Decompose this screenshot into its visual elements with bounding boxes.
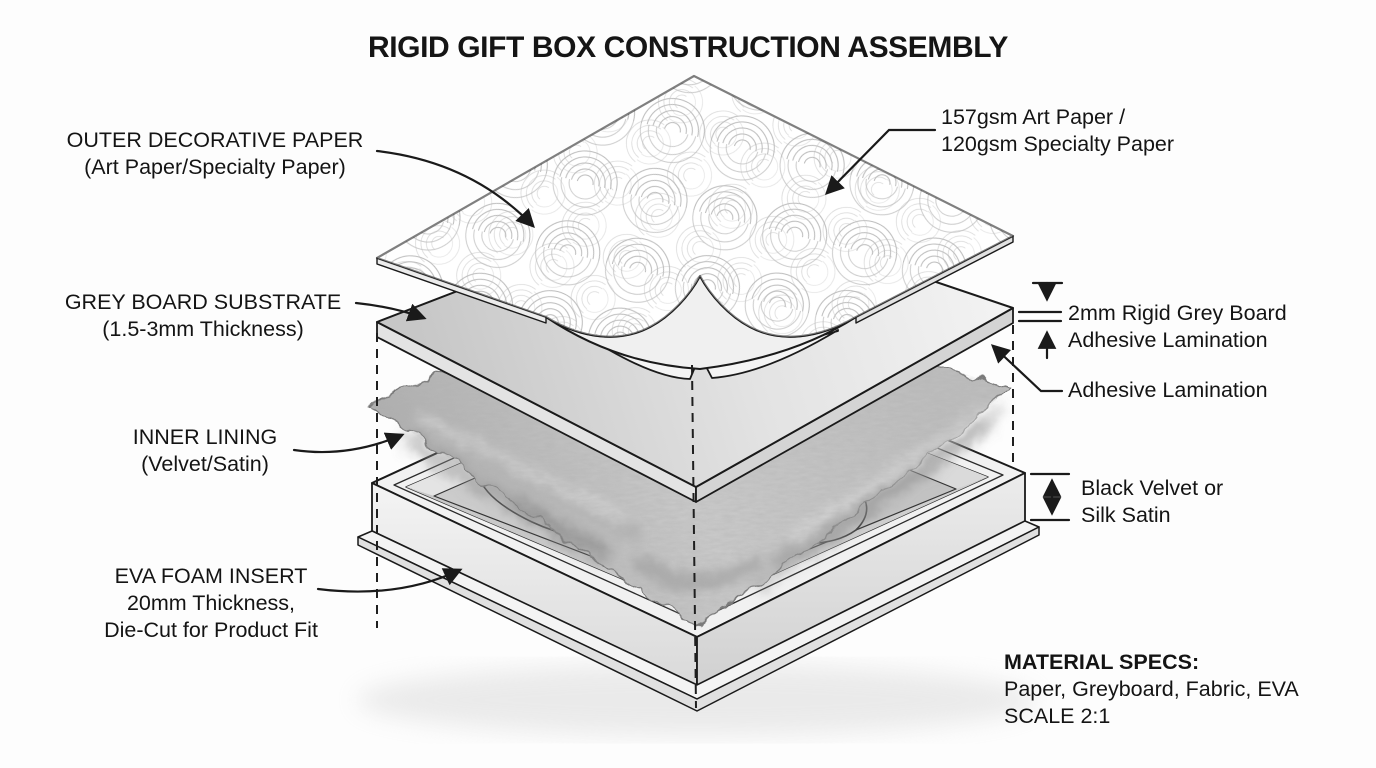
label-line: EVA FOAM INSERT: [114, 564, 308, 588]
material-specs-materials: Paper, Greyboard, Fabric, EVA: [1004, 677, 1299, 701]
leader-outer-paper: [375, 149, 535, 229]
label-adhesive-lamination: Adhesive Lamination: [1068, 377, 1268, 404]
label-line: Black Velvet or: [1081, 476, 1224, 500]
label-board-spec: 2mm Rigid Grey Board Adhesive Lamination: [1068, 300, 1287, 354]
label-line: Die-Cut for Product Fit: [104, 618, 318, 642]
label-line: Adhesive Lamination: [1068, 328, 1268, 352]
label-line: 120gsm Specialty Paper: [941, 132, 1175, 156]
label-line: (Velvet/Satin): [141, 452, 269, 476]
label-eva-foam-insert: EVA FOAM INSERT 20mm Thickness, Die-Cut …: [30, 563, 392, 644]
material-specs-scale: SCALE 2:1: [1004, 704, 1111, 728]
projection-lines: [376, 325, 1014, 709]
label-line: (1.5-3mm Thickness): [102, 317, 304, 341]
label-inner-lining: INNER LINING (Velvet/Satin): [44, 424, 366, 478]
label-line: (Art Paper/Specialty Paper): [84, 155, 346, 179]
page-title: RIGID GIFT BOX CONSTRUCTION ASSEMBLY: [367, 31, 1009, 64]
label-line: 2mm Rigid Grey Board: [1068, 301, 1287, 325]
label-paper-spec: 157gsm Art Paper / 120gsm Specialty Pape…: [941, 104, 1174, 158]
label-grey-board-substrate: GREY BOARD SUBSTRATE (1.5-3mm Thickness): [47, 289, 359, 343]
leader-paper-spec: [825, 128, 937, 195]
leader-lines: [292, 128, 1071, 593]
label-line: GREY BOARD SUBSTRATE: [64, 290, 342, 314]
dimension-lining-depth: [1029, 472, 1071, 522]
label-lining-spec: Black Velvet or Silk Satin: [1081, 475, 1223, 529]
leader-inner-lining: [292, 432, 405, 454]
label-line: 20mm Thickness,: [126, 591, 296, 615]
leader-eva-foam: [316, 568, 463, 593]
label-line: Adhesive Lamination: [1068, 378, 1268, 402]
label-outer-decorative-paper: OUTER DECORATIVE PAPER (Art Paper/Specia…: [54, 127, 376, 181]
label-line: 157gsm Art Paper /: [941, 105, 1126, 129]
label-line: OUTER DECORATIVE PAPER: [66, 128, 364, 152]
leader-adhesive: [990, 344, 1064, 393]
layer-outer-paper: [375, 74, 1015, 380]
material-specs-block: MATERIAL SPECS: Paper, Greyboard, Fabric…: [1004, 649, 1299, 730]
leader-grey-board: [354, 301, 427, 322]
material-specs-heading: MATERIAL SPECS:: [1004, 650, 1200, 674]
label-line: Silk Satin: [1081, 503, 1171, 527]
dimension-board-thickness: [1017, 281, 1064, 360]
label-line: INNER LINING: [132, 425, 278, 449]
